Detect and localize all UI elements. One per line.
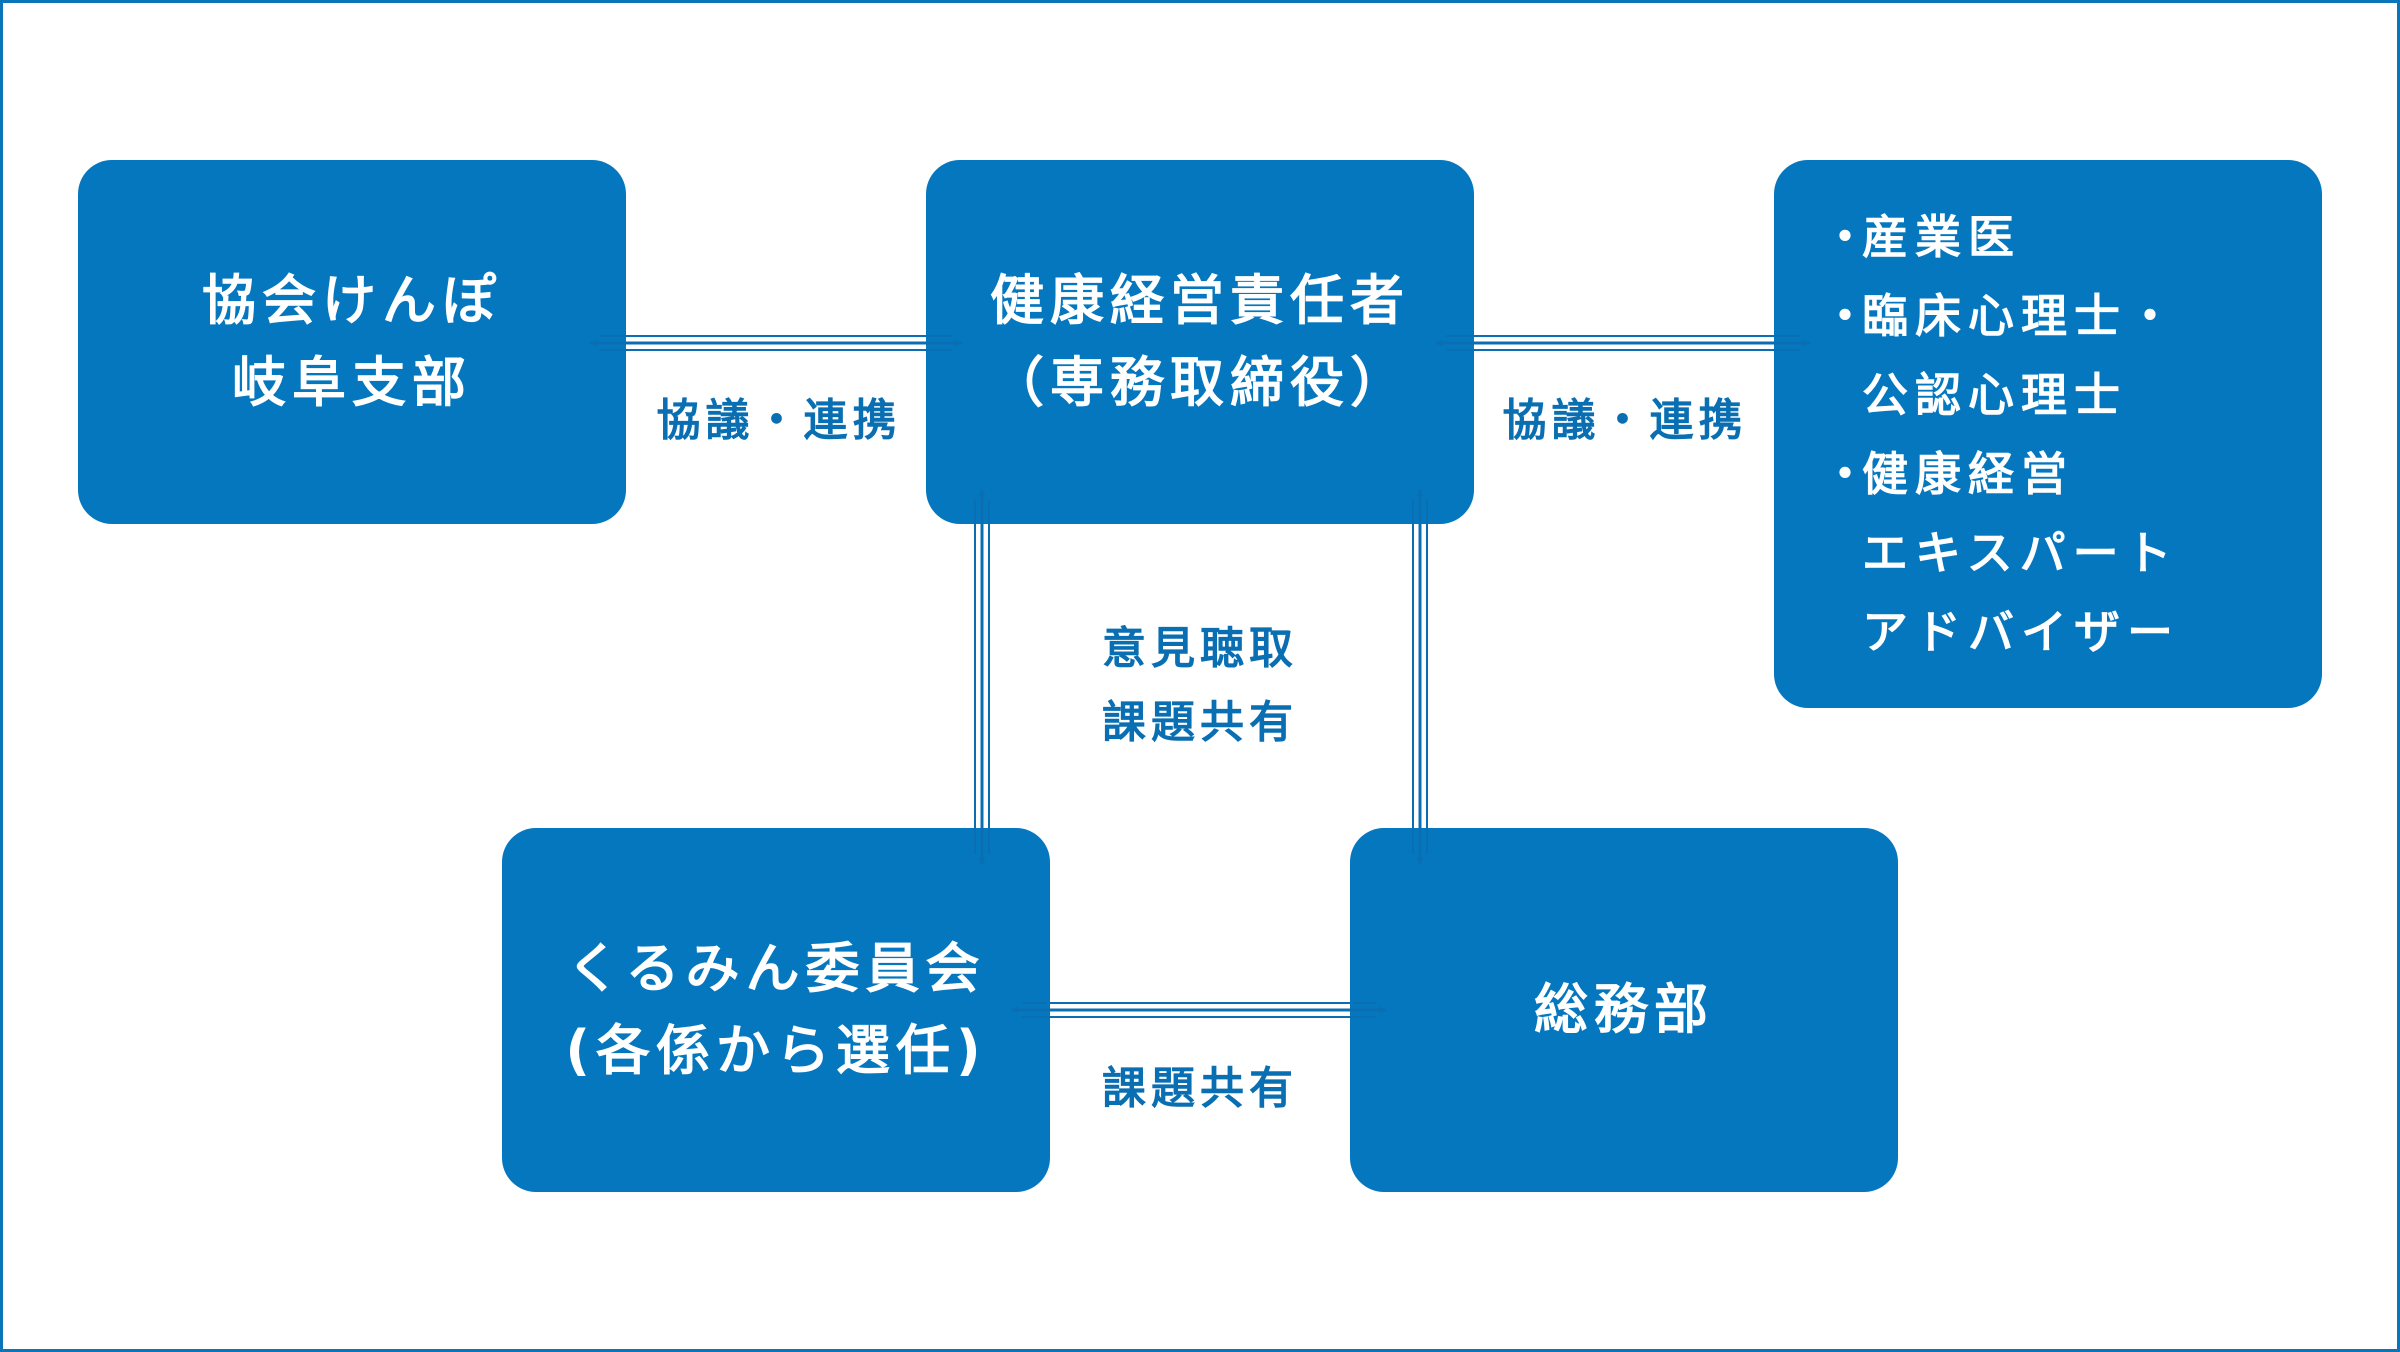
expert-item-text: 産業医 — [1862, 210, 2021, 264]
node-kyokai-line-2: 岐阜支部 — [232, 351, 472, 414]
expert-item-text: 健康経営 — [1862, 447, 2074, 501]
bullet-dot: ・ — [1822, 447, 1875, 501]
expert-item-text: アドバイザー — [1862, 605, 2180, 659]
bullet-dot: ・ — [1822, 289, 1875, 343]
expert-item-text: エキスパート — [1862, 526, 2179, 580]
edge-label-center-line-2: 課題共有 — [1102, 697, 1298, 748]
expert-item: ・健康経営 — [1822, 435, 2074, 514]
bullet-dot: ・ — [1822, 210, 1875, 264]
expert-item: ・臨床心理士・ — [1822, 277, 2180, 356]
node-general-affairs: 総務部 — [1350, 828, 1898, 1192]
node-somu-line-1: 総務部 — [1534, 978, 1714, 1041]
node-kurumin-committee: くるみん委員会 (各係から選任) — [502, 828, 1050, 1192]
edge-label-consult-cooperate-right: 協議・連携 — [1502, 395, 1748, 446]
node-experts: ・産業医 ・臨床心理士・ 公認心理士 ・健康経営 エキスパート アドバイザー — [1774, 160, 2322, 708]
node-health-management-officer: 健康経営責任者 （専務取締役） — [926, 160, 1474, 524]
expert-item-text: 公認心理士 — [1862, 368, 2127, 422]
expert-item: エキスパート — [1822, 514, 2179, 593]
node-kurumin-line-2: (各係から選任) — [565, 1019, 987, 1082]
edge-label-issue-sharing: 課題共有 — [1102, 1063, 1298, 1114]
expert-item: 公認心理士 — [1822, 356, 2127, 435]
expert-item-text: 臨床心理士・ — [1862, 289, 2180, 343]
edge-label-hearing-sharing: 意見聴取 課題共有 — [1090, 612, 1310, 760]
node-exec-line-1: 健康経営責任者 — [990, 269, 1410, 332]
node-kurumin-line-1: くるみん委員会 — [566, 937, 986, 1000]
expert-item: アドバイザー — [1822, 593, 2180, 672]
edge-label-center-line-1: 意見聴取 — [1102, 623, 1298, 674]
node-exec-line-2: （専務取締役） — [990, 351, 1410, 414]
edge-label-consult-cooperate-left: 協議・連携 — [656, 395, 902, 446]
expert-item: ・産業医 — [1822, 198, 2021, 277]
node-kyokai-kenpo: 協会けんぽ 岐阜支部 — [78, 160, 626, 524]
node-kyokai-line-1: 協会けんぽ — [202, 269, 502, 332]
